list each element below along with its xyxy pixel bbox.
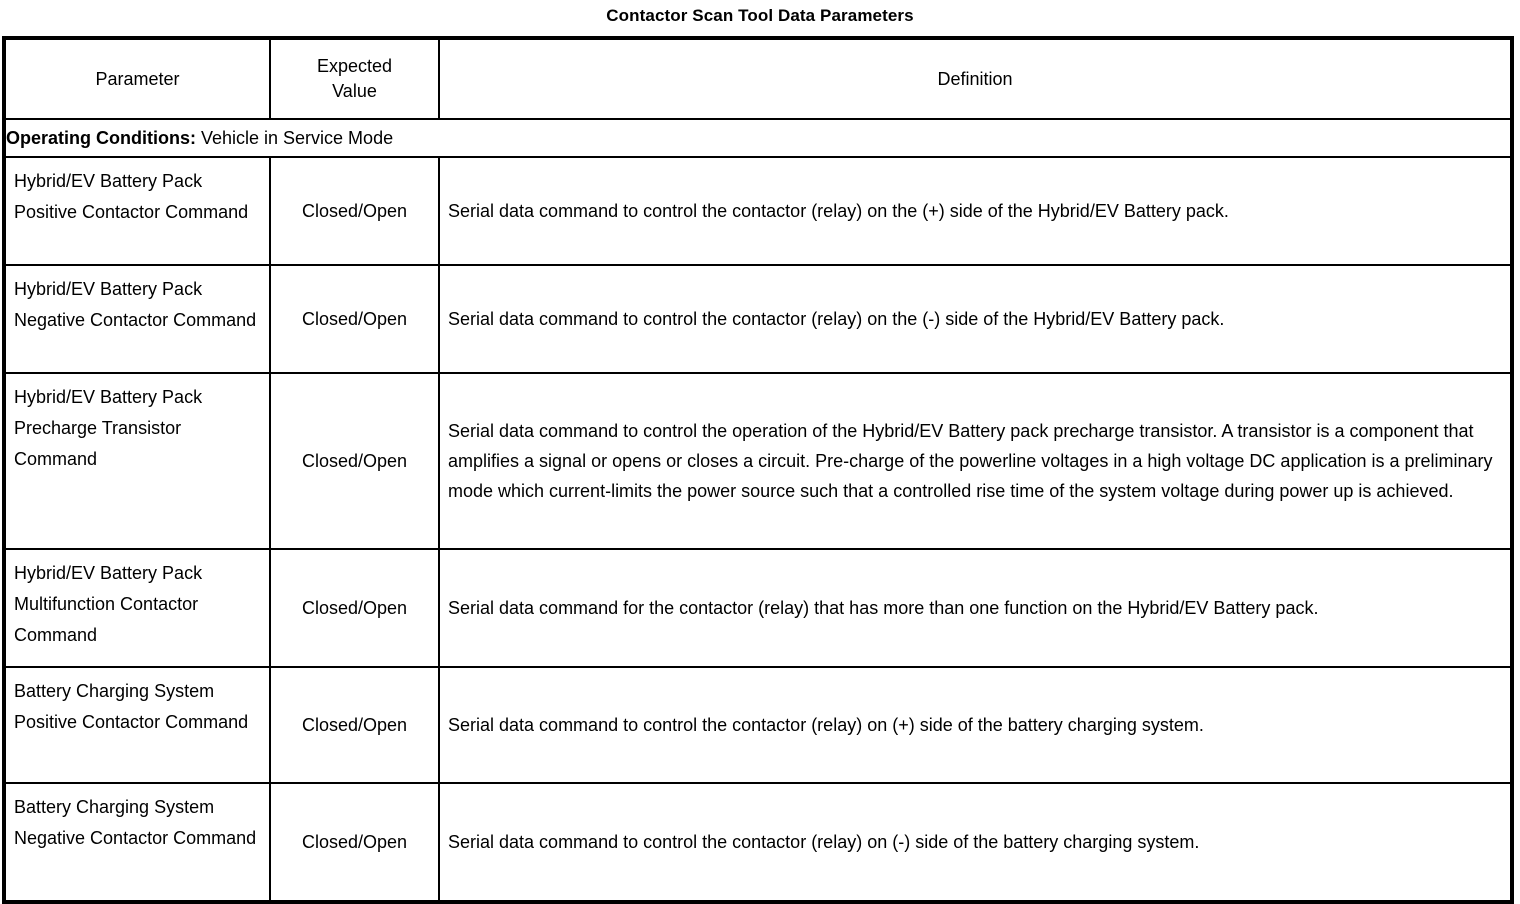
column-header-expected-value: Expected Value — [269, 37, 440, 120]
row-parameter: Battery Charging System Positive Contact… — [3, 666, 271, 784]
scan-tool-data-parameters-table: Parameter Expected Value Definition Oper… — [2, 36, 1514, 904]
row-definition: Serial data command to control the conta… — [438, 666, 1513, 784]
table-header-row: Parameter Expected Value Definition — [3, 37, 1513, 120]
row-definition: Serial data command to control the opera… — [438, 372, 1513, 550]
row-definition: Serial data command to control the conta… — [438, 156, 1513, 266]
column-header-expected-value-line2: Value — [332, 81, 377, 101]
row-parameter: Hybrid/EV Battery Pack Negative Contacto… — [3, 264, 271, 374]
row-definition: Serial data command to control the conta… — [438, 782, 1513, 903]
operating-conditions-row: Operating Conditions: Vehicle in Service… — [3, 118, 1513, 158]
table-row: Battery Charging System Negative Contact… — [3, 782, 1513, 903]
table-row: Hybrid/EV Battery Pack Negative Contacto… — [3, 264, 1513, 374]
row-expected-value: Closed/Open — [269, 372, 440, 550]
row-parameter: Hybrid/EV Battery Pack Multifunction Con… — [3, 548, 271, 668]
row-expected-value: Closed/Open — [269, 264, 440, 374]
page-title: Contactor Scan Tool Data Parameters — [606, 6, 914, 25]
row-parameter: Battery Charging System Negative Contact… — [3, 782, 271, 903]
row-parameter: Hybrid/EV Battery Pack Positive Contacto… — [3, 156, 271, 266]
row-expected-value: Closed/Open — [269, 156, 440, 266]
column-header-definition: Definition — [438, 37, 1513, 120]
table-row: Hybrid/EV Battery Pack Multifunction Con… — [3, 548, 1513, 668]
table-row: Hybrid/EV Battery Pack Positive Contacto… — [3, 156, 1513, 266]
table-row: Hybrid/EV Battery Pack Precharge Transis… — [3, 372, 1513, 550]
row-expected-value: Closed/Open — [269, 548, 440, 668]
row-definition: Serial data command to control the conta… — [438, 264, 1513, 374]
table-row: Battery Charging System Positive Contact… — [3, 666, 1513, 784]
document-page: Contactor Scan Tool Data Parameters Para… — [2, 6, 1514, 904]
row-expected-value: Closed/Open — [269, 782, 440, 903]
row-expected-value: Closed/Open — [269, 666, 440, 784]
operating-conditions-value: Vehicle in Service Mode — [195, 127, 394, 148]
column-header-expected-value-line1: Expected — [316, 56, 393, 76]
operating-conditions-label: Operating Conditions: — [6, 127, 196, 148]
operating-conditions-cell: Operating Conditions: Vehicle in Service… — [3, 118, 1513, 158]
column-header-parameter: Parameter — [3, 37, 271, 120]
row-definition: Serial data command for the contactor (r… — [438, 548, 1513, 668]
row-parameter: Hybrid/EV Battery Pack Precharge Transis… — [3, 372, 271, 550]
